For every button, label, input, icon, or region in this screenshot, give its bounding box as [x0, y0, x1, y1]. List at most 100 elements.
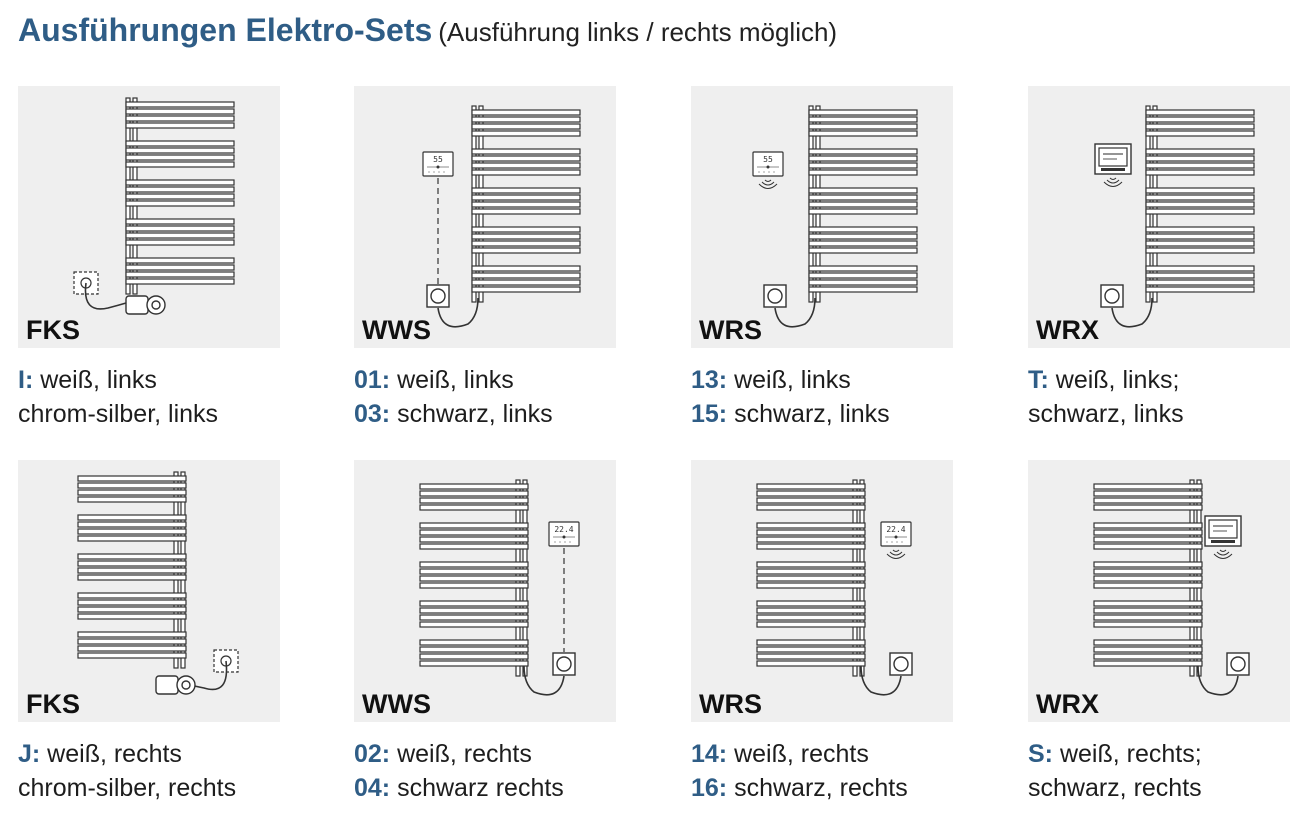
cable-icon: [437, 297, 479, 328]
radio-signal-icon: [758, 179, 778, 189]
cable-icon: [774, 297, 816, 328]
thermostat-icon: 22.4: [880, 521, 912, 547]
radiator-icon: [756, 479, 866, 677]
caption-line-1: I: weiß, links: [18, 363, 218, 397]
variant-card-wrx-right: WRX: [1028, 460, 1290, 722]
radiator-icon: [419, 479, 529, 677]
product-illustration: [1094, 105, 1255, 328]
radio-signal-icon: [1103, 177, 1123, 187]
radiator-icon: [1145, 105, 1255, 303]
radio-signal-icon: [1213, 549, 1233, 559]
option-number: 01:: [354, 366, 391, 394]
caption-line-2: schwarz, rechts: [1028, 771, 1202, 805]
heating-element-icon: [155, 675, 196, 695]
option-number: 16:: [691, 774, 728, 802]
page-title: Ausführungen Elektro-Sets(Ausführung lin…: [18, 12, 837, 49]
caption-line-2: 16: schwarz, rechts: [691, 771, 908, 805]
option-number: 02:: [354, 740, 391, 768]
title-subtitle: (Ausführung links / rechts möglich): [438, 17, 838, 47]
option-number: I:: [18, 366, 34, 394]
option-number: 14:: [691, 740, 728, 768]
option-description: schwarz rechts: [390, 774, 564, 802]
option-description: schwarz, links: [390, 400, 553, 428]
radiator-icon: [471, 105, 581, 303]
radiator-icon: [77, 471, 187, 669]
controller-x-icon: [1094, 143, 1132, 175]
caption-line-1: S: weiß, rechts;: [1028, 737, 1202, 771]
option-description: schwarz, rechts: [1028, 774, 1202, 802]
option-description: schwarz, rechts: [727, 774, 908, 802]
thermostat-icon: 55: [752, 151, 784, 177]
connection-box-icon: [552, 652, 576, 676]
variant-code: WRS: [699, 689, 762, 719]
product-illustration: 22.4: [756, 479, 913, 696]
product-illustration: [77, 471, 239, 695]
option-description: weiß, links;: [1048, 366, 1180, 394]
option-description: chrom-silber, rechts: [18, 774, 237, 802]
option-number: 15:: [691, 400, 728, 428]
caption-line-1: 13: weiß, links: [691, 363, 890, 397]
option-number: S:: [1028, 740, 1053, 768]
option-description: schwarz, links: [727, 400, 890, 428]
thermostat-icon: 55: [422, 151, 454, 177]
connection-box-icon: [763, 284, 787, 308]
variant-caption: T: weiß, links;schwarz, links: [1028, 363, 1184, 431]
radio-signal-icon: [886, 549, 906, 559]
option-number: 03:: [354, 400, 391, 428]
svg-text:22.4: 22.4: [554, 525, 573, 534]
product-illustration: [1093, 479, 1250, 696]
caption-line-1: 01: weiß, links: [354, 363, 553, 397]
option-description: weiß, rechts: [390, 740, 532, 768]
variant-caption: S: weiß, rechts; schwarz, rechts: [1028, 737, 1202, 805]
cable-icon: [1111, 297, 1153, 328]
option-number: J:: [18, 740, 41, 768]
caption-line-1: 14: weiß, rechts: [691, 737, 908, 771]
option-description: weiß, links: [33, 366, 157, 394]
variant-card-wrx-left: WRX: [1028, 86, 1290, 348]
variant-code: WWS: [362, 315, 431, 345]
option-description: weiß, rechts: [727, 740, 869, 768]
option-number: 04:: [354, 774, 391, 802]
variant-code: WRS: [699, 315, 762, 345]
caption-line-2: 15: schwarz, links: [691, 397, 890, 431]
variant-code: WWS: [362, 689, 431, 719]
caption-line-2: chrom-silber, links: [18, 397, 218, 431]
radiator-icon: [125, 97, 235, 295]
caption-line-2: 04: schwarz rechts: [354, 771, 564, 805]
variant-card-fks-left: FKS: [18, 86, 280, 348]
variant-card-fks-right: FKS: [18, 460, 280, 722]
caption-line-2: chrom-silber, rechts: [18, 771, 236, 805]
svg-text:55: 55: [763, 155, 773, 164]
option-description: schwarz, links: [1028, 400, 1184, 428]
option-description: chrom-silber, links: [18, 400, 219, 428]
product-illustration: 55: [752, 105, 918, 328]
caption-line-2: schwarz, links: [1028, 397, 1184, 431]
thermostat-icon: 22.4: [548, 521, 580, 547]
connection-box-icon: [1226, 652, 1250, 676]
caption-line-1: 02: weiß, rechts: [354, 737, 564, 771]
variant-caption: I: weiß, links chrom-silber, links: [18, 363, 218, 431]
variant-code: FKS: [26, 689, 80, 719]
variant-caption: J: weiß, rechts chrom-silber, rechts: [18, 737, 236, 805]
connection-box-icon: [426, 284, 450, 308]
option-description: weiß, rechts;: [1053, 740, 1202, 768]
cable-icon: [860, 665, 902, 696]
cable-icon: [523, 665, 565, 696]
variant-code: FKS: [26, 315, 80, 345]
heating-element-icon: [125, 295, 166, 315]
controller-x-icon: [1204, 515, 1242, 547]
product-illustration: 55: [422, 105, 581, 328]
radiator-icon: [1093, 479, 1203, 677]
caption-line-1: J: weiß, rechts: [18, 737, 236, 771]
connection-box-icon: [1100, 284, 1124, 308]
connection-box-icon: [889, 652, 913, 676]
variant-code: WRX: [1036, 315, 1099, 345]
svg-text:55: 55: [433, 155, 443, 164]
option-description: weiß, links: [727, 366, 851, 394]
